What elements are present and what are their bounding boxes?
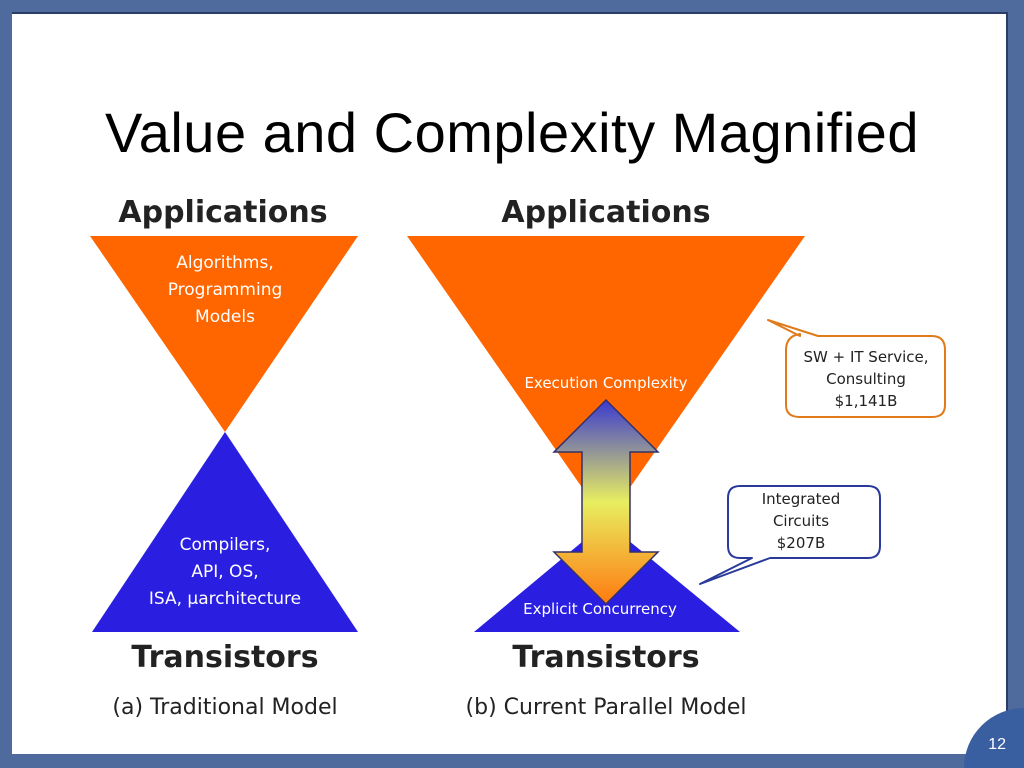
callout-top-line-2: Consulting <box>826 370 906 388</box>
b-caption: (b) Current Parallel Model <box>466 695 747 720</box>
callout-sw-services <box>767 319 946 418</box>
page-number: 12 <box>988 736 1006 753</box>
traditional-model: Applications Algorithms, Programming Mod… <box>90 195 358 720</box>
a-top-line-1: Algorithms, <box>176 253 274 273</box>
b-transistors-label: Transistors <box>512 640 699 675</box>
callout-integrated-circuits <box>699 485 881 585</box>
a-top-line-3: Models <box>195 307 255 327</box>
a-bottom-line-3: ISA, µarchitecture <box>149 589 301 609</box>
a-applications-triangle <box>90 236 358 432</box>
callout-bottom-line-3: $207B <box>777 534 825 552</box>
page-title: Value and Complexity Magnified <box>105 101 919 164</box>
a-transistors-label: Transistors <box>131 640 318 675</box>
callout-bottom-line-1: Integrated <box>762 490 841 508</box>
double-arrow-icon <box>552 398 660 606</box>
b-explicit-concurrency: Explicit Concurrency <box>523 600 677 618</box>
a-caption: (a) Traditional Model <box>112 695 337 720</box>
callout-top-line-1: SW + IT Service, <box>803 348 928 366</box>
a-top-line-2: Programming <box>168 280 283 300</box>
a-transistors-triangle <box>92 432 358 632</box>
callout-bottom-line-2: Circuits <box>773 512 829 530</box>
b-applications-label: Applications <box>501 195 710 230</box>
a-applications-label: Applications <box>118 195 327 230</box>
a-bottom-line-1: Compilers, <box>180 535 271 555</box>
callout-top-line-3: $1,141B <box>835 392 898 410</box>
b-applications-triangle <box>407 236 805 522</box>
a-bottom-line-2: API, OS, <box>191 562 258 582</box>
parallel-model: Applications Execution Complexity Explic… <box>407 195 946 720</box>
b-execution-complexity: Execution Complexity <box>524 374 687 392</box>
